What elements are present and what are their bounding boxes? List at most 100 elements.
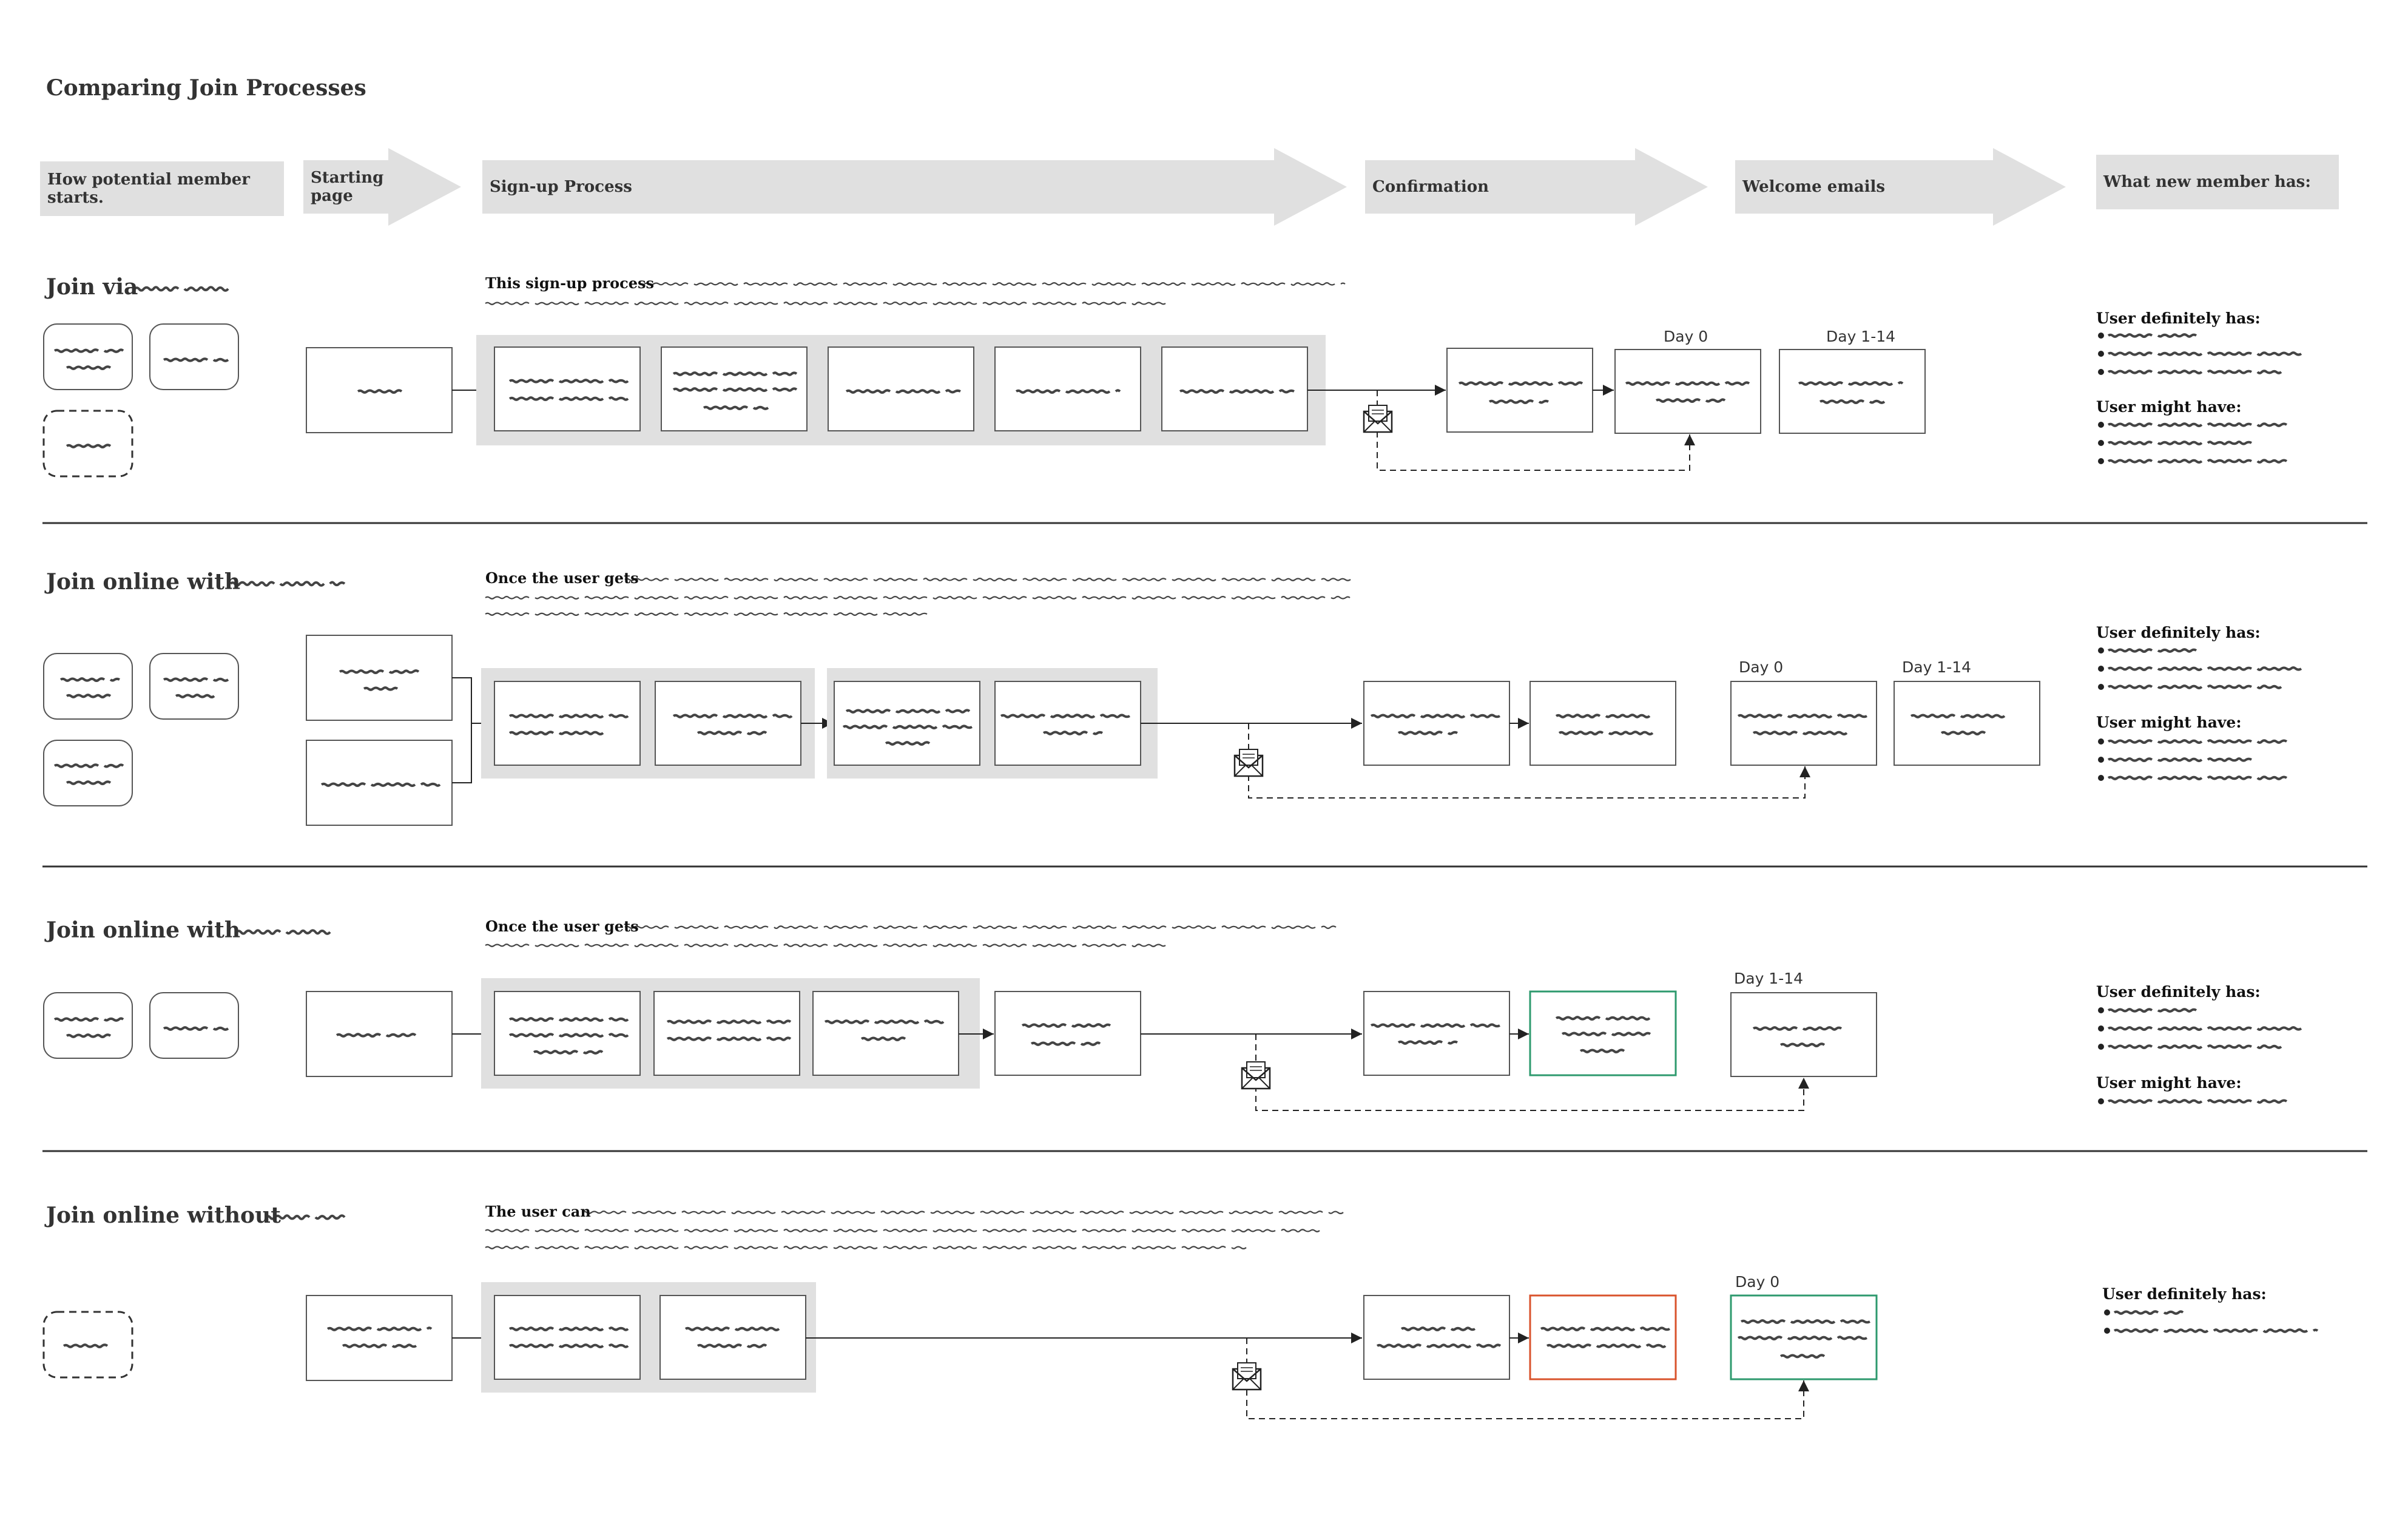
redacted-text-line bbox=[2107, 684, 2282, 689]
row2-summary-definitely: User definitely has: bbox=[2096, 624, 2261, 641]
row3-summary-definitely: User definitely has: bbox=[2096, 983, 2261, 1001]
row2-confirmation-box[interactable] bbox=[1529, 681, 1676, 766]
row1-confirmation-box[interactable] bbox=[1446, 348, 1593, 433]
stage-label: Starting page bbox=[311, 169, 384, 205]
redacted-text-line bbox=[1655, 398, 1726, 403]
row3-title: Join online with bbox=[46, 917, 241, 943]
row2-starting-page-box[interactable] bbox=[306, 740, 453, 826]
row1-start-option[interactable] bbox=[149, 323, 239, 390]
row1-welcome-day1-14-box[interactable] bbox=[1779, 349, 1926, 434]
row3-signup-step[interactable] bbox=[994, 991, 1141, 1076]
row2-start-option[interactable] bbox=[149, 653, 239, 720]
redacted-text-line bbox=[2113, 1310, 2184, 1315]
row3-start-option[interactable] bbox=[149, 992, 239, 1059]
redacted-text-line bbox=[163, 1026, 229, 1031]
redacted-text-line bbox=[2108, 442, 2258, 444]
redacted-text-line bbox=[845, 389, 961, 394]
redacted-text-line bbox=[59, 677, 121, 682]
stage-label: Sign-up Process bbox=[490, 178, 632, 196]
row1-signup-step[interactable] bbox=[1161, 346, 1308, 431]
row1-start-option[interactable] bbox=[43, 323, 133, 390]
row1-start-option-dashed[interactable] bbox=[42, 410, 133, 478]
redacted-text-line bbox=[2107, 648, 2197, 653]
redacted-text-line bbox=[53, 763, 124, 768]
row2-starting-page-box[interactable] bbox=[306, 635, 453, 721]
redacted-text-line bbox=[508, 396, 629, 401]
row3-start-option[interactable] bbox=[43, 992, 133, 1059]
row2-description-lead: Once the user gets bbox=[485, 569, 639, 587]
envelope-icon bbox=[1233, 749, 1264, 777]
row1-signup-step[interactable] bbox=[994, 346, 1141, 431]
redacted-text-line bbox=[135, 287, 234, 291]
stage-label: Confirmation bbox=[1372, 178, 1489, 196]
redacted-text-line bbox=[363, 686, 399, 691]
redacted-text-line bbox=[2107, 1044, 2282, 1049]
row3-confirmation-box-highlight[interactable] bbox=[1529, 990, 1677, 1076]
stage-label: What new member has: bbox=[2103, 173, 2311, 191]
redacted-text-line bbox=[2107, 370, 2282, 374]
redacted-text-line bbox=[1561, 1032, 1651, 1036]
row2-signup-step[interactable] bbox=[994, 681, 1141, 766]
row1-description-lead: This sign-up process bbox=[485, 274, 655, 292]
row1-day-label: Day 1-14 bbox=[1826, 328, 1896, 345]
redacted-text-line bbox=[703, 405, 769, 410]
redacted-text-line bbox=[666, 1019, 792, 1024]
page-title: Comparing Join Processes bbox=[46, 75, 366, 101]
row3-signup-step[interactable] bbox=[812, 991, 959, 1076]
row4-signup-step[interactable] bbox=[659, 1295, 806, 1380]
redacted-text-line bbox=[2107, 739, 2288, 744]
row1-signup-step[interactable] bbox=[494, 346, 641, 431]
stage-header-welcome: Welcome emails bbox=[1735, 160, 1978, 214]
row2-signup-step[interactable] bbox=[494, 681, 641, 766]
redacted-text-line bbox=[1397, 1040, 1459, 1045]
redacted-text-line bbox=[320, 782, 441, 787]
row4-start-option-dashed[interactable] bbox=[42, 1311, 133, 1379]
row4-confirmation-box[interactable] bbox=[1363, 1295, 1510, 1380]
stage-header-start: How potential member starts. bbox=[40, 161, 284, 216]
redacted-text-line bbox=[672, 714, 793, 718]
row1-welcome-day0-box[interactable] bbox=[1614, 349, 1761, 434]
row3-description-lead: Once the user gets bbox=[485, 917, 639, 935]
redacted-text-line bbox=[672, 387, 798, 392]
redacted-text-line bbox=[533, 1050, 604, 1055]
redacted-text-line bbox=[1737, 1336, 1867, 1340]
row3-day-label: Day 1-14 bbox=[1734, 970, 1804, 987]
redacted-text-line bbox=[53, 1017, 124, 1022]
row3-graphics bbox=[43, 978, 1877, 1111]
row1-summary-definitely: User definitely has: bbox=[2096, 309, 2261, 327]
row1-signup-step[interactable] bbox=[828, 346, 974, 431]
row2-start-option[interactable] bbox=[43, 740, 133, 806]
redacted-text-line bbox=[175, 694, 215, 698]
row1-title: Join via bbox=[46, 274, 138, 300]
row3-signup-step[interactable] bbox=[653, 991, 800, 1076]
redacted-text-line bbox=[1819, 399, 1886, 404]
stage-header-confirmation: Confirmation bbox=[1365, 160, 1608, 214]
row2-start-option[interactable] bbox=[43, 653, 133, 720]
row4-confirmation-box-error[interactable] bbox=[1529, 1294, 1677, 1380]
redacted-text-line bbox=[2108, 1027, 2307, 1030]
stage-header-outcome: What new member has: bbox=[2096, 155, 2339, 209]
redacted-text-line bbox=[508, 1017, 629, 1022]
redacted-text-line bbox=[1030, 1041, 1101, 1046]
row2-day-label: Day 1-14 bbox=[1902, 658, 1972, 676]
redacted-text-line bbox=[2107, 775, 2288, 780]
redacted-text bbox=[53, 282, 2319, 1357]
row2-welcome-day0-box[interactable] bbox=[1730, 681, 1877, 766]
redacted-text-line bbox=[485, 1229, 1320, 1233]
redacted-text-line bbox=[624, 925, 1337, 930]
row3-confirmation-box[interactable] bbox=[1363, 991, 1510, 1076]
redacted-text-line bbox=[1740, 1319, 1870, 1324]
row2-confirmation-box[interactable] bbox=[1363, 681, 1510, 766]
row2-welcome-day1-14-box[interactable] bbox=[1894, 681, 2040, 766]
row2-signup-step[interactable] bbox=[834, 681, 980, 766]
row2-signup-step[interactable] bbox=[655, 681, 801, 766]
redacted-text-line bbox=[508, 714, 629, 718]
row4-signup-step[interactable] bbox=[494, 1295, 641, 1380]
row3-signup-step[interactable] bbox=[494, 991, 641, 1076]
stage-arrow-signup bbox=[482, 148, 1347, 226]
redacted-text-line bbox=[1370, 714, 1500, 718]
row3-welcome-day1-14-box[interactable] bbox=[1730, 992, 1877, 1077]
row4-starting-page-box[interactable] bbox=[306, 1295, 453, 1381]
envelope-icon bbox=[1363, 405, 1393, 433]
redacted-text-line bbox=[2107, 1008, 2197, 1013]
